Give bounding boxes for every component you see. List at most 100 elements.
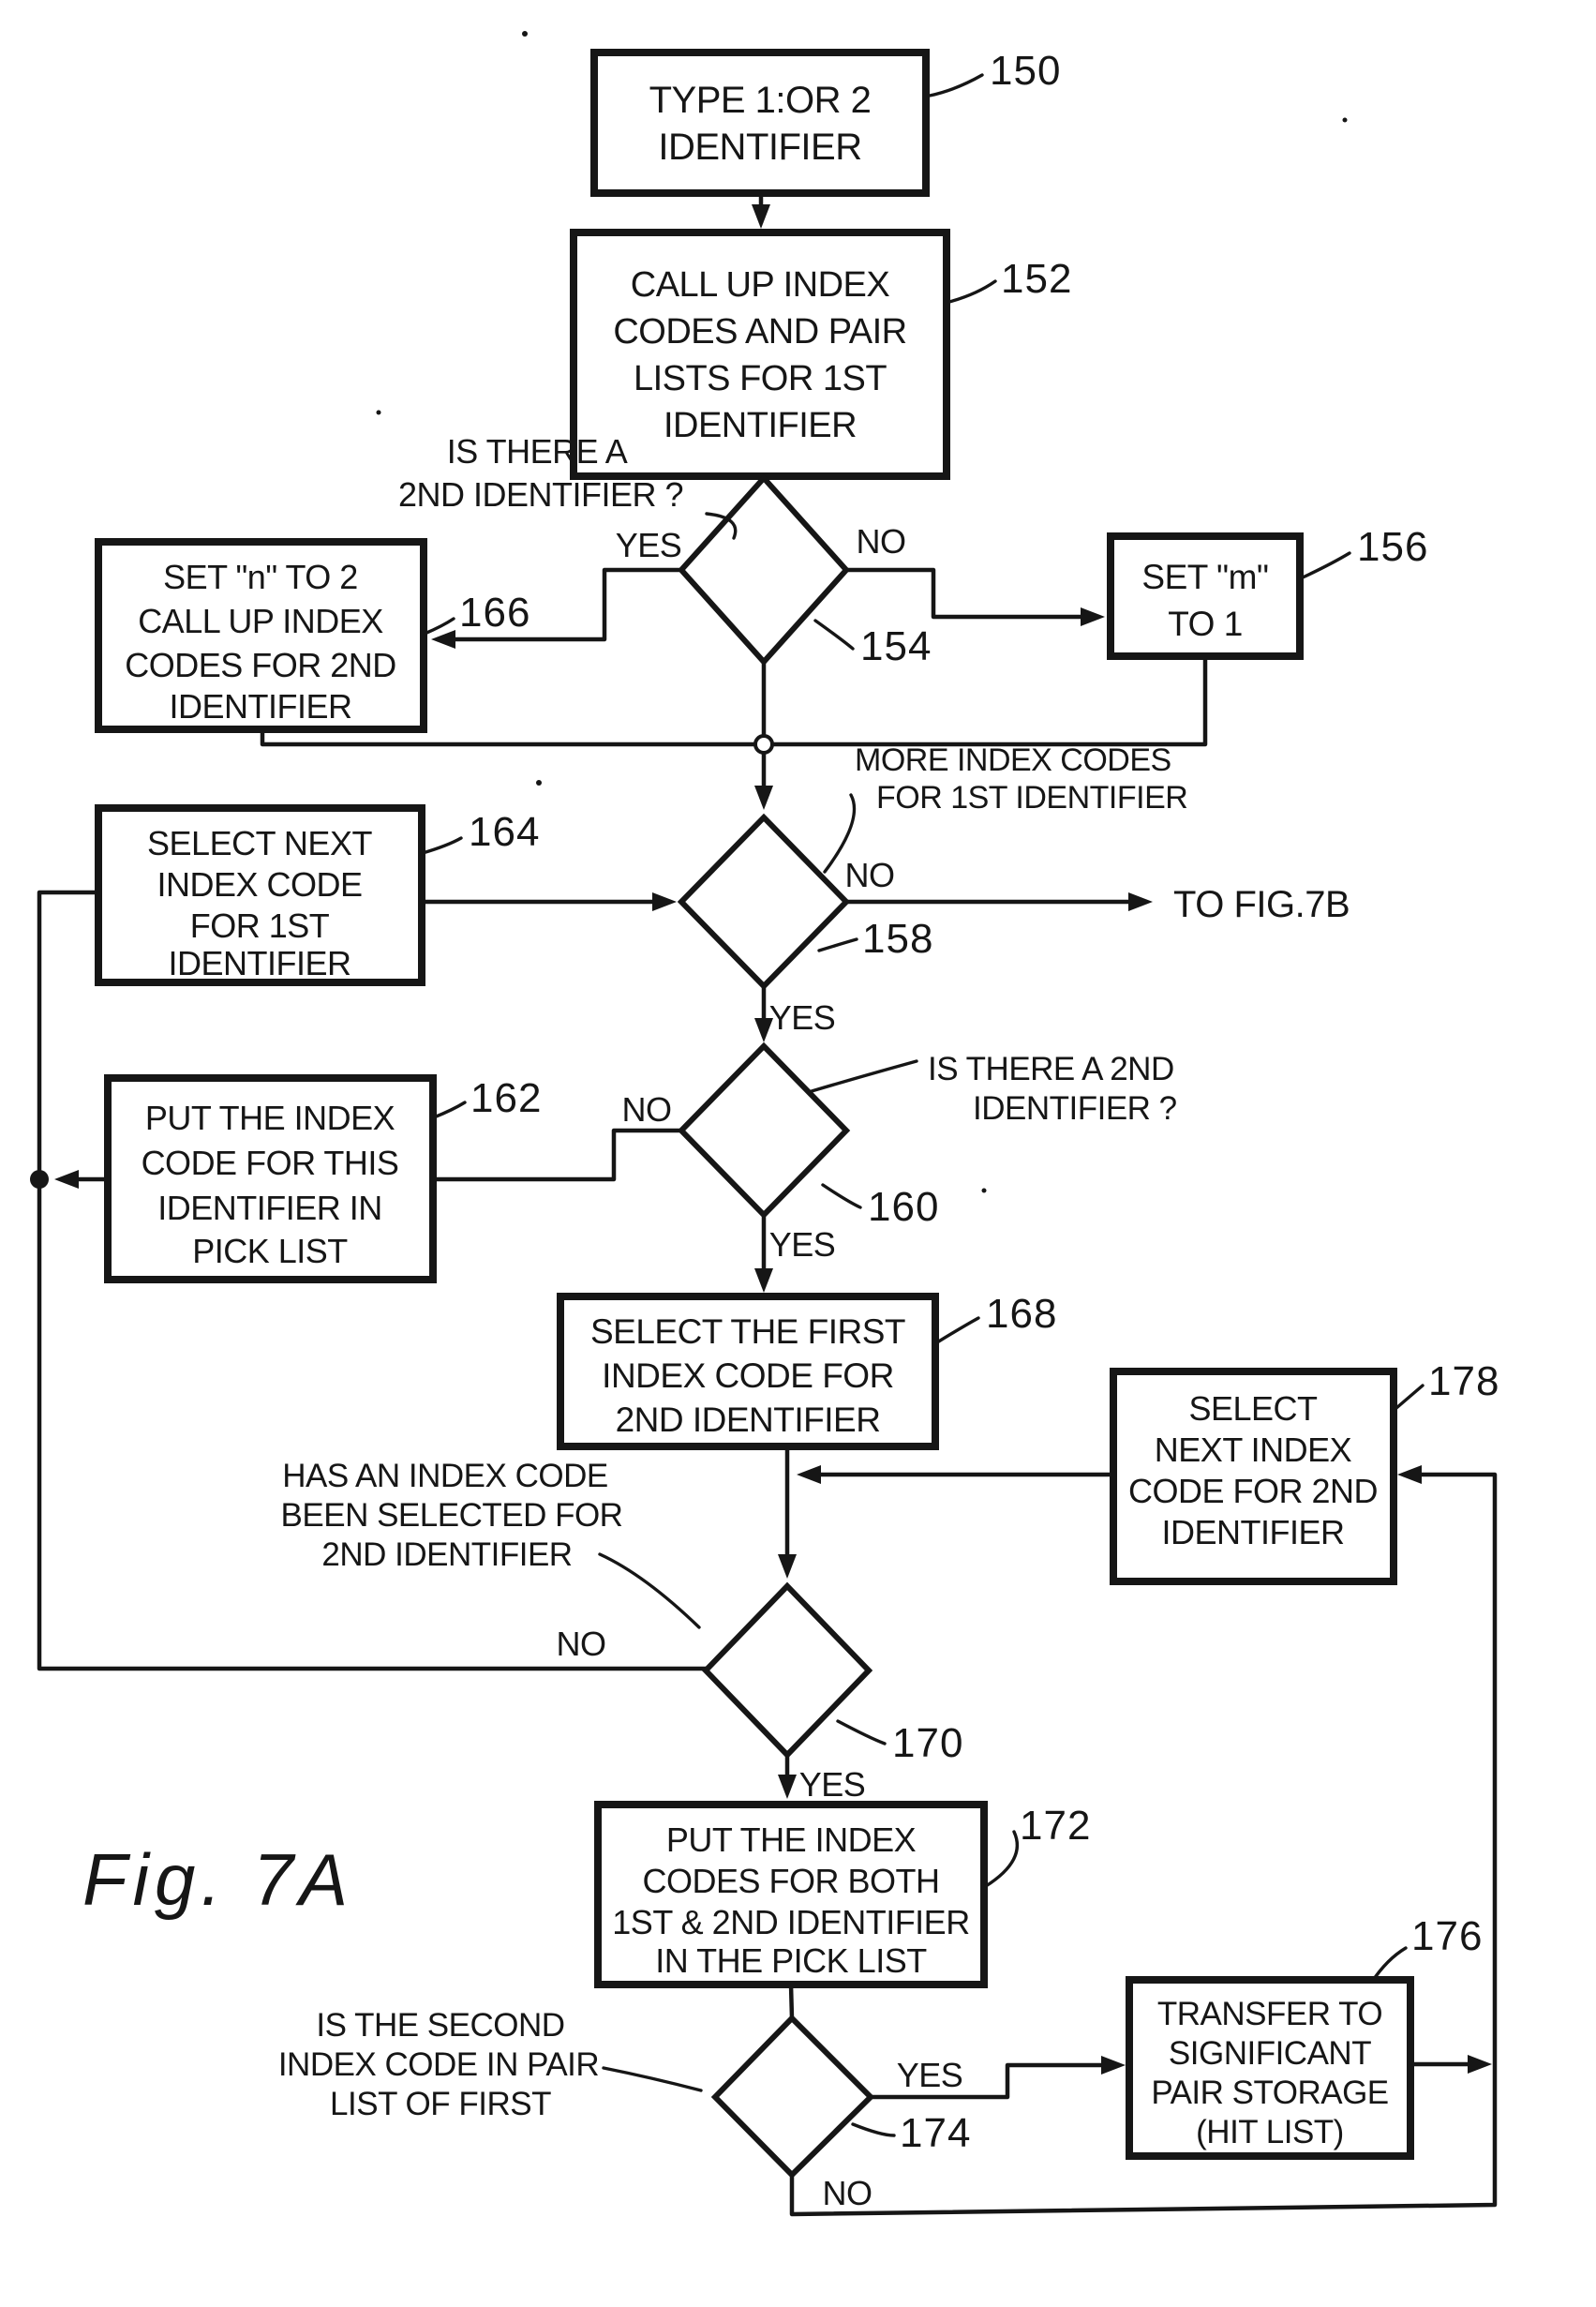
question-154-line1: IS THERE A	[447, 432, 628, 471]
ref-166-leader	[423, 617, 455, 636]
box-152-line3: LISTS FOR 1ST	[634, 359, 887, 398]
box-150-line1: TYPE 1:OR 2	[649, 80, 872, 121]
label-158-no: NO	[845, 856, 895, 894]
edge-174-no-return-178	[789, 1465, 1498, 2217]
box-162-line2: CODE FOR THIS	[142, 1144, 399, 1182]
ref-174: 174	[900, 2110, 971, 2156]
box-172-line1: PUT THE INDEX	[666, 1820, 917, 1859]
box-166-line4: IDENTIFIER	[169, 687, 351, 726]
label-170-no: NO	[557, 1625, 606, 1663]
box-176-line3: PAIR STORAGE	[1151, 2075, 1388, 2111]
box-156-outline	[1107, 532, 1304, 660]
box-178-line1: SELECT	[1188, 1389, 1318, 1428]
edge-174-yes-176	[871, 2056, 1126, 2100]
ref-170: 170	[892, 1720, 963, 1766]
ref-160: 160	[868, 1184, 939, 1230]
question-170-leader	[598, 1552, 701, 1629]
ref-164: 164	[469, 809, 540, 855]
box-152-line1: CALL UP INDEX	[631, 265, 890, 305]
box-168-line3: 2ND IDENTIFIER	[616, 1401, 881, 1439]
decision-158: MORE INDEX CODES FOR 1ST IDENTIFIER NO Y…	[677, 742, 1350, 1037]
process-box-164: SELECT NEXT INDEX CODE FOR 1ST IDENTIFIE…	[95, 804, 540, 986]
box-168-line2: INDEX CODE FOR	[602, 1356, 894, 1395]
ref-164-leader	[421, 836, 463, 855]
ref-162-leader	[432, 1101, 467, 1119]
ref-158-leader	[817, 937, 858, 952]
box-162-line3: IDENTIFIER IN	[157, 1189, 382, 1227]
diamond-174-outline	[710, 2014, 875, 2180]
ref-158: 158	[862, 916, 933, 962]
decision-154: IS THERE A 2ND IDENTIFIER ? YES NO 154	[398, 432, 931, 669]
box-168-line1: SELECT THE FIRST	[590, 1312, 905, 1351]
box-172-line3: 1ST & 2ND IDENTIFIER	[612, 1903, 969, 1941]
process-box-172: PUT THE INDEX CODES FOR BOTH 1ST & 2ND I…	[594, 1801, 1091, 1988]
ref-168-leader	[935, 1316, 980, 1344]
label-174-no: NO	[823, 2174, 873, 2212]
scan-specks	[376, 31, 1348, 1193]
edge-154-no-156	[846, 567, 1105, 626]
label-154-no: NO	[857, 522, 906, 561]
ref-172: 172	[1020, 1803, 1091, 1849]
decision-170: HAS AN INDEX CODE BEEN SELECTED FOR 2ND …	[281, 1458, 963, 1804]
edge-156-merge	[772, 656, 1208, 747]
box-166-line1: SET "n" TO 2	[163, 558, 358, 596]
edge-160-no-162	[433, 1128, 681, 1182]
question-170-line2: BEEN SELECTED FOR	[281, 1497, 623, 1534]
box-172-line2: CODES FOR BOTH	[642, 1862, 939, 1900]
label-158-yes: YES	[769, 998, 836, 1037]
box-152-line2: CODES AND PAIR	[613, 312, 906, 352]
question-170-line1: HAS AN INDEX CODE	[282, 1458, 607, 1494]
ref-150: 150	[990, 48, 1061, 94]
box-172-outline	[594, 1801, 988, 1988]
question-154-leader	[705, 512, 738, 540]
box-156-line2: TO 1	[1168, 605, 1243, 643]
process-box-162: PUT THE INDEX CODE FOR THIS IDENTIFIER I…	[104, 1074, 542, 1283]
edge-166-merge	[260, 729, 755, 747]
question-160-line1: IS THERE A 2ND	[928, 1051, 1174, 1087]
ref-162: 162	[470, 1075, 542, 1121]
offpage-to-fig7b: TO FIG.7B	[1173, 884, 1350, 925]
box-176-line2: SIGNIFICANT	[1169, 2035, 1371, 2072]
question-174-line1: IS THE SECOND	[316, 2007, 564, 2044]
label-160-no: NO	[622, 1090, 672, 1129]
decision-174: IS THE SECOND INDEX CODE IN PAIR LIST OF…	[278, 2007, 971, 2212]
ref-156-leader	[1301, 551, 1351, 579]
question-158-line2: FOR 1ST IDENTIFIER	[876, 780, 1187, 816]
box-164-outline	[95, 804, 425, 986]
ref-176-leader	[1370, 1946, 1408, 1984]
decision-160: IS THERE A 2ND IDENTIFIER ? NO YES 160	[622, 1041, 1177, 1264]
edge-170-no-feedback-164	[37, 890, 706, 1671]
question-174-line2: INDEX CODE IN PAIR	[278, 2046, 599, 2083]
box-162-line4: PICK LIST	[192, 1232, 348, 1270]
label-160-yes: YES	[769, 1225, 836, 1264]
figure-label: Fig. 7A	[82, 1838, 353, 1921]
box-162-line1: PUT THE INDEX	[145, 1099, 395, 1137]
box-162-outline	[104, 1074, 437, 1283]
box-168-outline	[557, 1293, 939, 1450]
question-154-line2: 2ND IDENTIFIER ?	[398, 475, 683, 514]
ref-172-leader	[984, 1830, 1020, 1888]
diamond-160-outline	[677, 1041, 851, 1220]
box-166-line3: CODES FOR 2ND	[125, 646, 396, 684]
box-164-line2: INDEX CODE	[157, 865, 362, 904]
box-166-outline	[95, 538, 427, 733]
box-178-outline	[1110, 1368, 1397, 1585]
ref-170-leader	[836, 1719, 887, 1745]
ref-178: 178	[1428, 1358, 1499, 1404]
question-170-line3: 2ND IDENTIFIER	[321, 1536, 572, 1573]
ref-166: 166	[459, 590, 530, 636]
process-box-152: CALL UP INDEX CODES AND PAIR LISTS FOR 1…	[570, 229, 1071, 480]
box-164-line1: SELECT NEXT	[147, 824, 372, 862]
process-box-150: TYPE 1:OR 2 IDENTIFIER 150	[590, 48, 1061, 197]
ref-160-leader	[821, 1183, 862, 1209]
box-156-line1: SET "m"	[1141, 558, 1268, 596]
ref-168: 168	[986, 1291, 1057, 1337]
box-152-line4: IDENTIFIER	[664, 406, 857, 445]
box-152-outline	[570, 229, 950, 480]
box-166-line2: CALL UP INDEX	[138, 602, 383, 640]
ref-154-leader	[813, 619, 855, 651]
box-176-line4: (HIT LIST)	[1196, 2114, 1344, 2150]
process-box-156: SET "m" TO 1 156	[1107, 524, 1427, 660]
question-158-line1: MORE INDEX CODES	[855, 742, 1171, 778]
